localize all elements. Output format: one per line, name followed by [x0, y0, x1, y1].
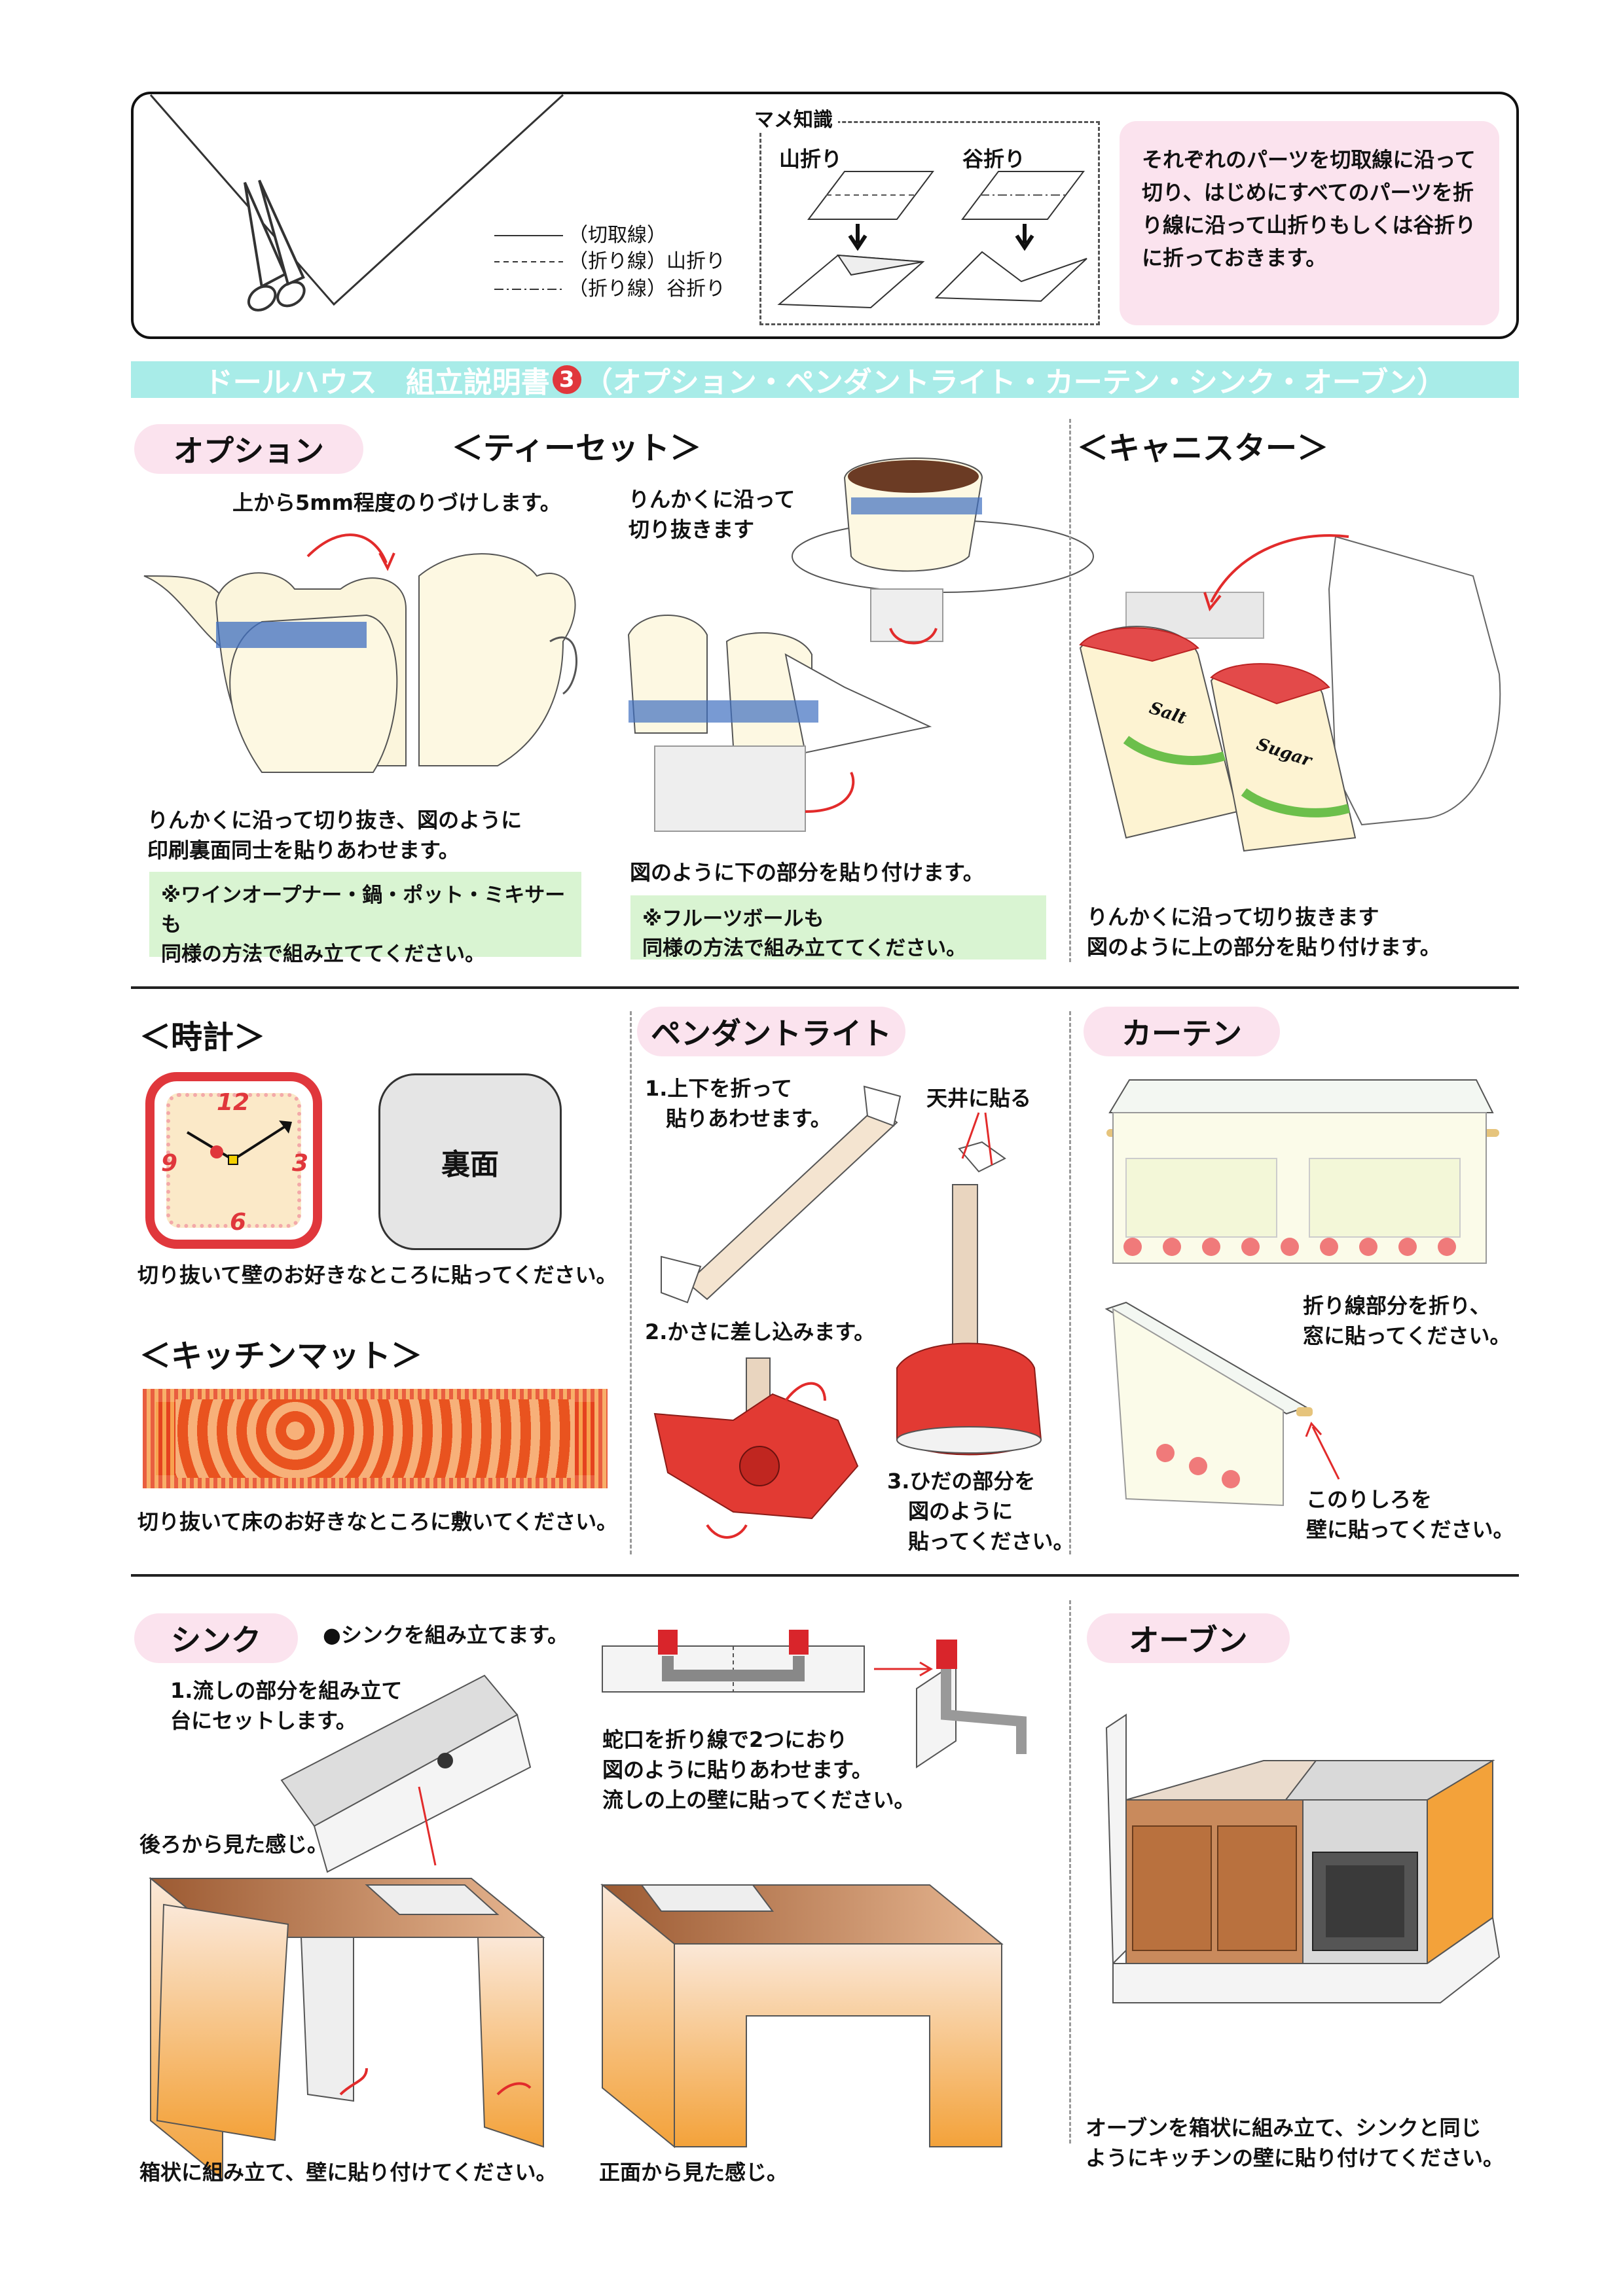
canister-illustration — [1079, 534, 1501, 852]
tips-valley-label: 谷折り — [962, 147, 1026, 171]
oven-illustration — [1105, 1713, 1501, 2003]
title-suffix: （オプション・ペンダントライト・カーテン・シンク・オーブン） — [583, 366, 1446, 399]
clock-text: 切り抜いて壁のお好きなところに貼ってください。 — [137, 1263, 617, 1287]
mat-title: ＜キッチンマット＞ — [139, 1338, 423, 1374]
pendant-step3: 3.ひだの部分を 図のように 貼ってください。 — [887, 1469, 1074, 1554]
mat-pattern — [175, 1399, 575, 1478]
pendant-step1: 1.上下を折って 貼りあわせます。 — [645, 1076, 831, 1131]
sink-box-text: 箱状に組み立て、壁に貼り付けてください。 — [139, 2160, 557, 2185]
title-number-badge: 3 — [552, 365, 581, 394]
clock-back: 裏面 — [378, 1073, 562, 1250]
title-prefix: ドールハウス 組立説明書 — [204, 366, 550, 399]
glue-top-text: 上から5mm程度のりづけします。 — [232, 490, 561, 515]
sink-label: シンク — [134, 1613, 298, 1663]
mat-text: 切り抜いて床のお好きなところに敷いてください。 — [137, 1509, 618, 1534]
clock-9: 9 — [161, 1150, 178, 1177]
sink-illustration — [149, 1630, 1027, 2181]
clock-6: 6 — [230, 1209, 247, 1236]
clock-face: 12 3 6 9 — [145, 1072, 322, 1249]
legend-mountain-line: （折り線）山折り — [568, 250, 725, 273]
divider-v2 — [630, 1011, 632, 1554]
curtain-margin-text: このりしろを 壁に貼ってください。 — [1306, 1487, 1514, 1542]
oven-text: オーブンを箱状に組み立て、シンクと同じ ようにキッチンの壁に貼り付けてください。 — [1085, 2115, 1504, 2170]
sink-step1: 1.流しの部分を組み立て 台にセットします。 — [170, 1678, 403, 1733]
divider-h2 — [131, 1574, 1519, 1577]
clock-12: 12 — [217, 1089, 250, 1116]
cut-line-diagram — [149, 94, 564, 312]
teaset-illustration — [143, 457, 1094, 832]
canister-title: ＜キャニスター＞ — [1077, 430, 1329, 467]
legend-cut-line: （切取線） — [568, 224, 666, 247]
fold-diagram — [777, 171, 1087, 309]
divider-v1 — [1069, 419, 1071, 962]
clock-inner — [166, 1093, 301, 1228]
fruit-bowl-note: ※フルーツボールも 同様の方法で組み立ててください。 — [630, 895, 1046, 960]
cut-outline-text: りんかくに沿って 切り抜きます — [629, 487, 795, 542]
legend-valley-line: （折り線）谷折り — [568, 278, 725, 300]
teapot-note: ※ワインオープナー・鍋・ポット・ミキサーも 同様の方法で組み立ててください。 — [149, 872, 581, 966]
oven-label: オーブン — [1087, 1613, 1290, 1663]
curtain-fold-text: 折り線部分を折り、 窓に貼ってください。 — [1303, 1293, 1511, 1348]
faucet-text: 蛇口を折り線で2つにおり 図のように貼りあわせます。 流しの上の壁に貼ってくださ… — [602, 1727, 915, 1812]
divider-v4 — [1069, 1600, 1071, 2144]
option-label: オプション — [134, 424, 363, 474]
front-view-text: 正面から見た感じ。 — [599, 2160, 788, 2185]
sink-bullet: ●シンクを組み立てます。 — [323, 1623, 569, 1647]
bottom-glue-text: 図のように下の部分を貼り付けます。 — [630, 860, 984, 885]
tips-mountain-label: 山折り — [779, 147, 843, 171]
back-view-text: 後ろから見た感じ。 — [139, 1832, 329, 1857]
kitchen-mat — [143, 1389, 608, 1488]
scissors-icon — [243, 179, 306, 312]
teapot-text: りんかくに沿って切り抜き、図のように 印刷裏面同士を貼りあわせます。 — [147, 808, 522, 863]
clock-hands — [186, 1121, 292, 1165]
divider-h1 — [131, 986, 1519, 989]
intro-text-box: それぞれのパーツを切取線に沿って切り、はじめにすべてのパーツを折り線に沿って山折… — [1120, 121, 1499, 325]
ceiling-label: 天井に貼る — [926, 1086, 1032, 1111]
tips-title: マメ知識 — [749, 103, 838, 132]
curtain-label: カーテン — [1084, 1007, 1280, 1056]
title-banner: ドールハウス 組立説明書 3 （オプション・ペンダントライト・カーテン・シンク・… — [131, 361, 1519, 399]
divider-v3 — [1069, 1011, 1071, 1554]
clock-3: 3 — [292, 1150, 309, 1177]
curtain-illustration — [1104, 1079, 1499, 1507]
tips-box — [759, 121, 1100, 325]
pendant-label: ペンダントライト — [637, 1007, 905, 1056]
pendant-step2: 2.かさに差し込みます。 — [645, 1319, 875, 1344]
pendant-illustration — [653, 1085, 1042, 1539]
intro-panel — [131, 92, 1519, 339]
clock-title: ＜時計＞ — [139, 1019, 266, 1056]
clock-back-label: 裏面 — [441, 1148, 499, 1181]
intro-text: それぞれのパーツを切取線に沿って切り、はじめにすべてのパーツを折り線に沿って山折… — [1142, 147, 1476, 270]
teaset-title: ＜ティーセット＞ — [452, 430, 702, 467]
canister-text: りんかくに沿って切り抜きます 図のように上の部分を貼り付けます。 — [1087, 905, 1441, 960]
